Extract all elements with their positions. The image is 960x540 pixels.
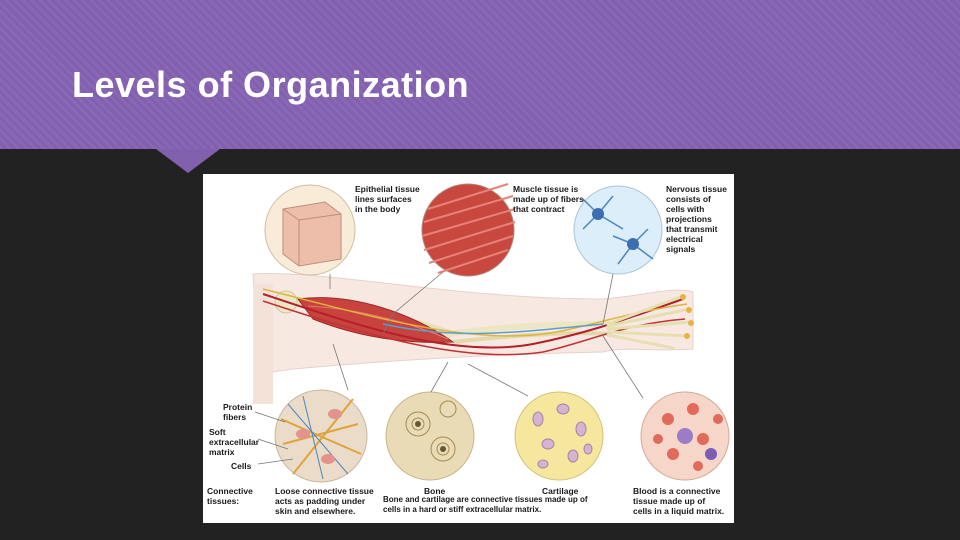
epithelial-tissue-inset [264,184,356,276]
nervous-label: Nervous tissue consists of cells with pr… [666,184,727,254]
bone-label: Bone [424,486,446,496]
nerve [262,288,688,337]
title-banner: Levels of Organization [0,0,960,149]
protein-fibers-label: Protein fibers [223,402,253,422]
arm-outline [252,272,694,375]
soft-matrix-label: Soft extracellular matrix [209,427,260,457]
bone-inset [385,391,475,481]
muscle-label: Muscle tissue is made up of fibers that … [513,184,584,214]
slide-title: Levels of Organization [72,64,470,105]
blue-vessel [382,323,604,335]
connective-tissues-label: Connective tissues: [207,486,253,506]
blood-inset [640,391,730,481]
tissue-illustration: Epithelial tissue lines surfaces in the … [203,174,734,523]
arm-tissue-diagram [252,183,730,483]
cartilage-inset [514,391,604,481]
upper-arm [253,284,273,404]
loose-connective-inset [274,389,368,483]
banner-notch [156,149,220,173]
cells-label: Cells [231,461,252,471]
loose-connective-label: Loose connective tissue acts as padding … [275,486,374,516]
muscle-tissue-inset [421,183,516,277]
bone-cartilage-caption: Bone and cartilage are connective tissue… [383,495,588,514]
leader-lines [254,271,644,465]
nervous-tissue-inset [573,185,663,275]
blood-label: Blood is a connective tissue made up of … [633,486,725,516]
forearm-bone [445,321,611,337]
hand-bones [606,294,693,350]
cartilage-label: Cartilage [542,486,579,496]
epithelial-label: Epithelial tissue lines surfaces in the … [355,184,420,214]
